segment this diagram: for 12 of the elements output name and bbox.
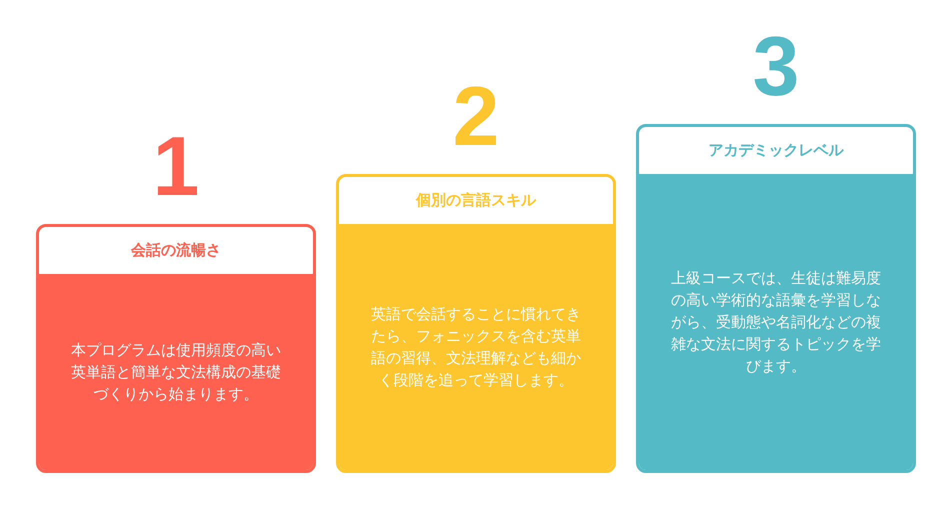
card-heading: 会話の流暢さ [130,240,222,261]
card-heading: 個別の言語スキル [414,190,538,211]
step-number: 1 [152,124,200,208]
card [336,174,616,473]
card-body: 本プログラムは使用頻度の高い英単語と簡単な文法構成の基礎づくりから始まります。 [39,274,313,470]
card-body: 英語で会話することに慣れてきたら、フォニックスを含む英単語の習得、文法理解なども細かく段階を追って学習します。 [339,224,613,470]
card [636,124,916,473]
card-body: 上級コースでは、生徒は難易度の高い学術的な語彙を学習しながら、受動態や名詞化などの複雑な文法に関するトピックを学びます。 [639,174,913,470]
card-heading: アカデミックレベル [708,140,845,161]
step-number: 2 [452,74,500,158]
step-number: 3 [752,24,800,108]
card [36,224,316,473]
